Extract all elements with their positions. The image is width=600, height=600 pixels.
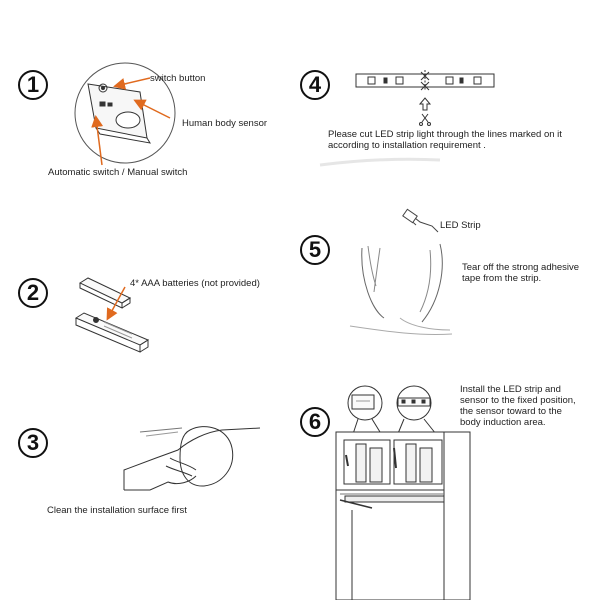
step-3-number: 3 xyxy=(18,428,48,458)
step-2-battery-illustration xyxy=(74,277,150,353)
auto-manual-switch-label: Automatic switch / Manual switch xyxy=(48,167,188,178)
led-strip-label: LED Strip xyxy=(440,220,481,231)
step-5-number: 5 xyxy=(300,235,330,265)
tear-instruction-line-1: Tear off the strong adhesive xyxy=(462,262,580,273)
batteries-label: 4* AAA batteries (not provided) xyxy=(130,278,260,289)
step-4-number: 4 xyxy=(300,70,330,100)
step-1-sensor-illustration xyxy=(74,62,176,166)
step-5-strip-illustration xyxy=(349,208,453,336)
clean-surface-label: Clean the installation surface first xyxy=(47,505,187,516)
step-4-strip-illustration xyxy=(319,70,495,167)
install-instruction-line-1: Install the LED strip and xyxy=(460,384,561,395)
step-6-number: 6 xyxy=(300,407,330,437)
switch-button-label: switch button xyxy=(150,73,206,84)
install-instruction-line-2: sensor to the fixed position, xyxy=(460,395,576,406)
step-3-hand-illustration xyxy=(123,426,261,491)
cut-instruction-line-2: according to installation requirement . xyxy=(328,140,486,151)
step-6-cabinet-illustration xyxy=(335,385,471,600)
tear-instruction-line-2: tape from the strip. xyxy=(462,273,542,284)
install-instruction-line-3: the sensor toward to the xyxy=(460,406,562,417)
human-body-sensor-label: Human body sensor xyxy=(182,118,268,129)
install-instruction-line-4: body induction area. xyxy=(460,417,546,428)
step-2-number: 2 xyxy=(18,278,48,308)
cut-instruction-line-1: Please cut LED strip light through the l… xyxy=(328,129,562,140)
step-1-number: 1 xyxy=(18,70,48,100)
